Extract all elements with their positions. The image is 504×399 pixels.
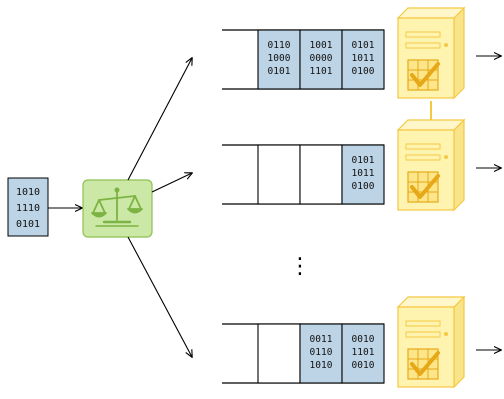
server-drive-slot (405, 42, 441, 49)
queue-empty-slot (257, 144, 301, 205)
output-arrows (476, 56, 501, 350)
packet-bits: 0110 (268, 40, 291, 51)
server-top (396, 296, 466, 308)
balance-scale-icon (91, 187, 143, 227)
input-packet-line: 0101 (16, 219, 40, 230)
queue-empty-slot (257, 323, 301, 384)
packet-bits: 0010 (352, 334, 375, 345)
packet-bits: 0010 (352, 360, 375, 371)
packet-bits: 0100 (352, 181, 375, 192)
queue-packet (341, 323, 385, 384)
packet-bits: 0110 (310, 347, 333, 358)
server-drive-slot (405, 154, 441, 161)
input-packet-line: 1110 (16, 203, 40, 214)
load-balancer (82, 179, 153, 238)
server-drive-slot (405, 31, 441, 38)
queue: 0110 1000 0101 1001 0000 1101 0101 1011 0100 (222, 29, 385, 90)
server-drive-slot (405, 331, 441, 338)
packet-bits: 0100 (352, 66, 375, 77)
more-queues-ellipsis: ⋮ (289, 254, 311, 279)
checkmark-icon (410, 351, 440, 376)
queue-packet (341, 29, 385, 90)
packet-bits: 1101 (352, 347, 375, 358)
server-top (396, 7, 466, 19)
server-led (444, 332, 448, 336)
checkmark-icon (410, 62, 440, 87)
input-packet: 1010 1110 0101 (7, 177, 49, 237)
server-table (407, 171, 439, 203)
packet-bits: 1011 (352, 53, 375, 64)
server-side (453, 6, 465, 100)
checkmark-icon (410, 174, 440, 199)
queue: 0011 0110 1010 0010 1101 0010 (222, 323, 385, 384)
server-computer-icon (396, 6, 466, 100)
input-packet-box (7, 177, 49, 237)
server-side (453, 295, 465, 389)
queue-packet (299, 29, 343, 90)
queue: 0101 1011 0100 (222, 144, 385, 205)
route-arrow-queue-2 (151, 173, 192, 193)
server-drive-slot (405, 143, 441, 150)
server-side (453, 118, 465, 212)
server-computer-icon (396, 118, 466, 212)
queue-packet (299, 323, 343, 384)
packet-bits: 1000 (268, 53, 291, 64)
packet-bits: 1101 (310, 66, 333, 77)
route-arrow-queue-3 (127, 236, 192, 357)
input-packet-line: 1010 (16, 187, 40, 198)
packet-bits: 0000 (310, 53, 333, 64)
route-arrow-queue-1 (127, 58, 192, 181)
packet-bits: 1010 (310, 360, 333, 371)
packet-bits: 0011 (310, 334, 333, 345)
server-top (396, 119, 466, 131)
packet-bits: 0101 (352, 155, 375, 166)
queue-packet (341, 144, 385, 205)
server-led (444, 155, 448, 159)
queues: 0110100001011001000011010101101101000101… (222, 29, 385, 384)
server-drive-slot (405, 320, 441, 327)
servers (396, 6, 466, 389)
server-computer-icon (396, 295, 466, 389)
packet-bits: 0101 (268, 66, 291, 77)
server-led (444, 43, 448, 47)
queue-empty-slot (299, 144, 343, 205)
packet-bits: 1011 (352, 168, 375, 179)
packet-bits: 1001 (310, 40, 333, 51)
packet-bits: 0101 (352, 40, 375, 51)
